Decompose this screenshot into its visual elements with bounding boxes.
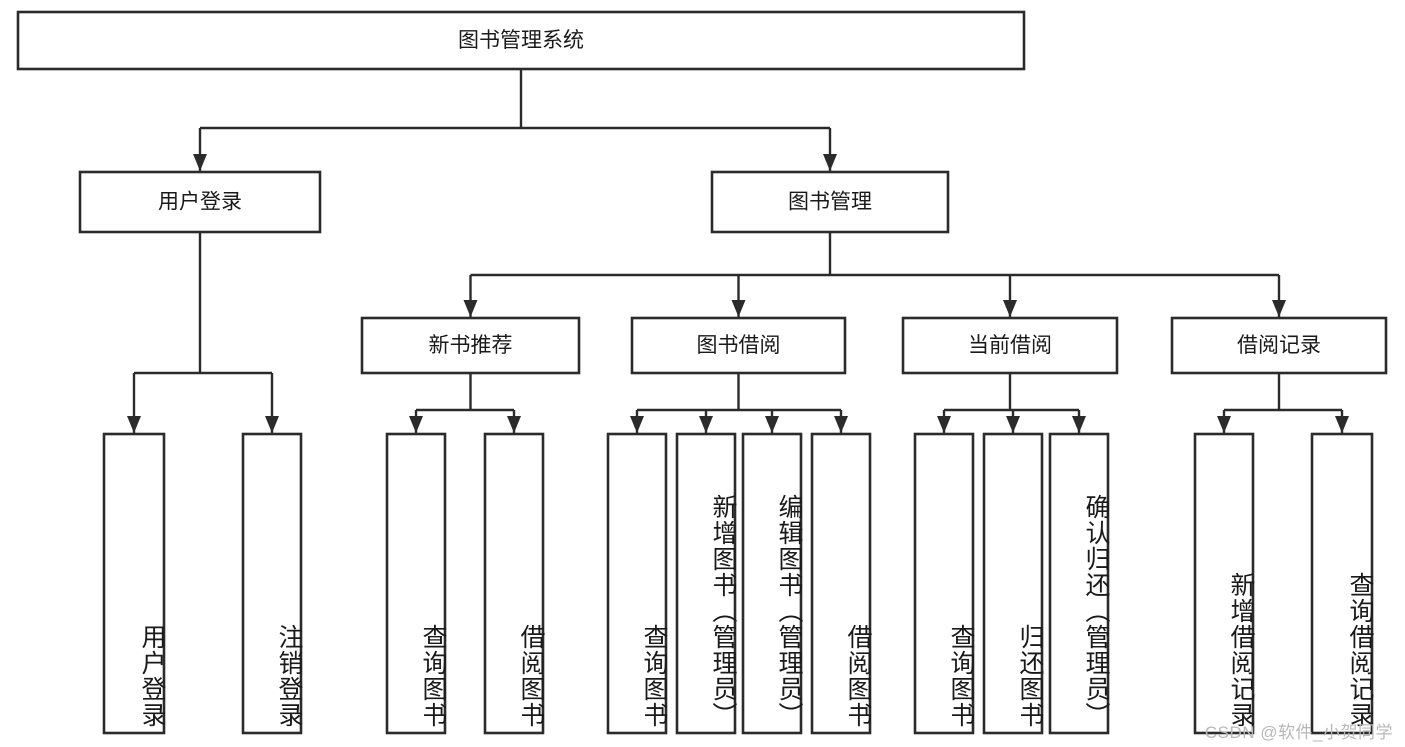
leaf-box-leaf-query-book-3[interactable] — [913, 432, 975, 735]
arrow-head-icon — [1217, 416, 1231, 433]
node-label-current-borrow: 当前借阅 — [968, 334, 1052, 357]
arrow-head-icon — [265, 416, 279, 433]
node-box-root[interactable] — [16, 10, 1026, 71]
node-box-new-book-rec[interactable] — [360, 316, 581, 375]
leaf-box-leaf-add-book[interactable] — [675, 432, 737, 735]
arrow-head-icon — [193, 154, 207, 171]
leaf-box-leaf-return-book[interactable] — [982, 432, 1044, 735]
node-label-borrow-record: 借阅记录 — [1237, 334, 1321, 357]
leaf-box-leaf-query-book-1[interactable] — [385, 432, 447, 735]
leaf-box-leaf-query-book-2[interactable] — [606, 432, 668, 735]
leaf-box-leaf-add-record[interactable] — [1193, 432, 1255, 735]
leaf-box-leaf-edit-book[interactable] — [741, 432, 803, 735]
arrow-head-icon — [507, 416, 521, 433]
leaf-box-leaf-logout[interactable] — [241, 432, 303, 735]
node-box-borrow-record[interactable] — [1170, 316, 1388, 375]
node-label-user-login: 用户登录 — [158, 191, 242, 214]
node-label-new-book-rec: 新书推荐 — [429, 334, 513, 357]
arrow-head-icon — [765, 416, 779, 433]
arrow-head-icon — [731, 300, 746, 317]
node-box-book-borrow[interactable] — [630, 316, 847, 375]
node-label-book-borrow: 图书借阅 — [697, 334, 781, 357]
arrow-head-icon — [699, 416, 713, 433]
node-box-book-manage[interactable] — [710, 170, 950, 234]
leaf-box-leaf-borrow-book-2[interactable] — [810, 432, 872, 735]
arrow-head-icon — [937, 416, 951, 433]
leaf-box-leaf-query-record[interactable] — [1310, 432, 1374, 735]
leaf-box-leaf-borrow-book-1[interactable] — [483, 432, 545, 735]
arrow-head-icon — [1003, 300, 1017, 317]
arrow-head-icon — [1335, 416, 1349, 433]
node-label-root: 图书管理系统 — [458, 29, 584, 52]
leaf-box-leaf-confirm-return[interactable] — [1048, 432, 1110, 735]
arrow-head-icon — [127, 416, 141, 433]
connector-layer — [127, 69, 1349, 433]
node-box-current-borrow[interactable] — [901, 316, 1119, 375]
arrow-head-icon — [1272, 300, 1286, 317]
box-layer — [16, 10, 1388, 735]
arrow-head-icon — [409, 416, 423, 433]
arrow-head-icon — [630, 416, 644, 433]
node-label-book-manage: 图书管理 — [788, 191, 872, 214]
leaf-box-leaf-user-login[interactable] — [102, 432, 166, 735]
arrow-head-icon — [1006, 416, 1020, 433]
arrow-head-icon — [834, 416, 848, 433]
arrow-head-icon — [1072, 416, 1086, 433]
arrow-head-icon — [823, 154, 837, 171]
watermark-text: CSDN @软件_小贺同学 — [1204, 723, 1393, 742]
node-box-user-login[interactable] — [78, 170, 322, 234]
arrow-head-icon — [463, 300, 478, 317]
